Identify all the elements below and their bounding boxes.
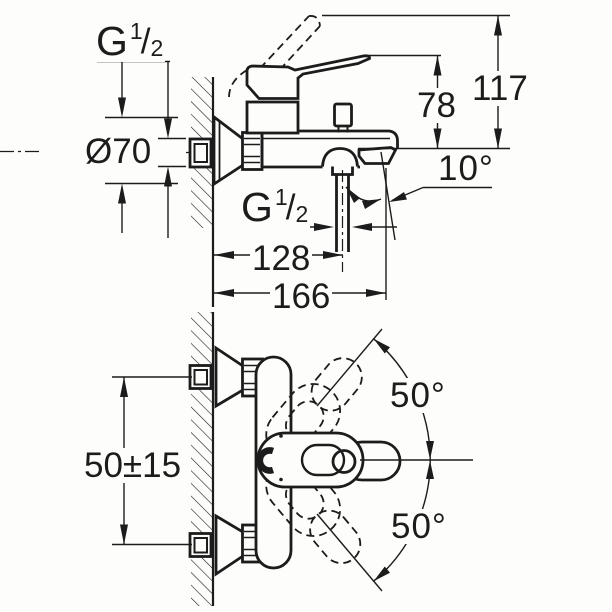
body-shadow-crescent bbox=[256, 447, 275, 474]
lever-front bbox=[256, 431, 365, 489]
front-view bbox=[188, 312, 402, 606]
total-height-label: 117 bbox=[470, 69, 530, 108]
shower-outlet-boss bbox=[321, 147, 359, 167]
thread-size-label-top: G1/2 bbox=[94, 18, 166, 64]
flange-diameter-label: Ø70 bbox=[83, 132, 154, 171]
side-view bbox=[0, 15, 399, 307]
lever-hub bbox=[331, 449, 357, 474]
faucet-body-side bbox=[262, 129, 399, 148]
wall-to-spout-tip-label: 166 bbox=[270, 277, 333, 316]
lever-height-label: 78 bbox=[415, 86, 458, 125]
front-view-dimensions bbox=[112, 328, 473, 592]
spout-angle-label: 10° bbox=[436, 149, 496, 188]
lever-loop-hole bbox=[300, 443, 346, 477]
thread-prefix: G bbox=[96, 18, 128, 64]
spout-outlet bbox=[357, 146, 398, 165]
cartridge-block bbox=[245, 100, 300, 135]
union-adjustment-label: 50±15 bbox=[82, 446, 184, 485]
wall-to-shower-outlet-label: 128 bbox=[250, 239, 313, 278]
thread-size-label-shower: G1/2 bbox=[239, 184, 311, 230]
thread-prefix: G bbox=[241, 184, 273, 230]
escutcheon-side bbox=[212, 114, 245, 187]
lever-swing-up-label: 50° bbox=[388, 376, 448, 415]
wall-hatch-bottom bbox=[191, 312, 213, 606]
lever-side bbox=[245, 54, 371, 100]
shower-pipe bbox=[335, 174, 350, 252]
diverter-knob bbox=[333, 102, 353, 128]
escutcheon-lower bbox=[214, 513, 245, 577]
lever-swing-down-label: 50° bbox=[389, 507, 449, 546]
escutcheon-upper bbox=[214, 345, 245, 409]
